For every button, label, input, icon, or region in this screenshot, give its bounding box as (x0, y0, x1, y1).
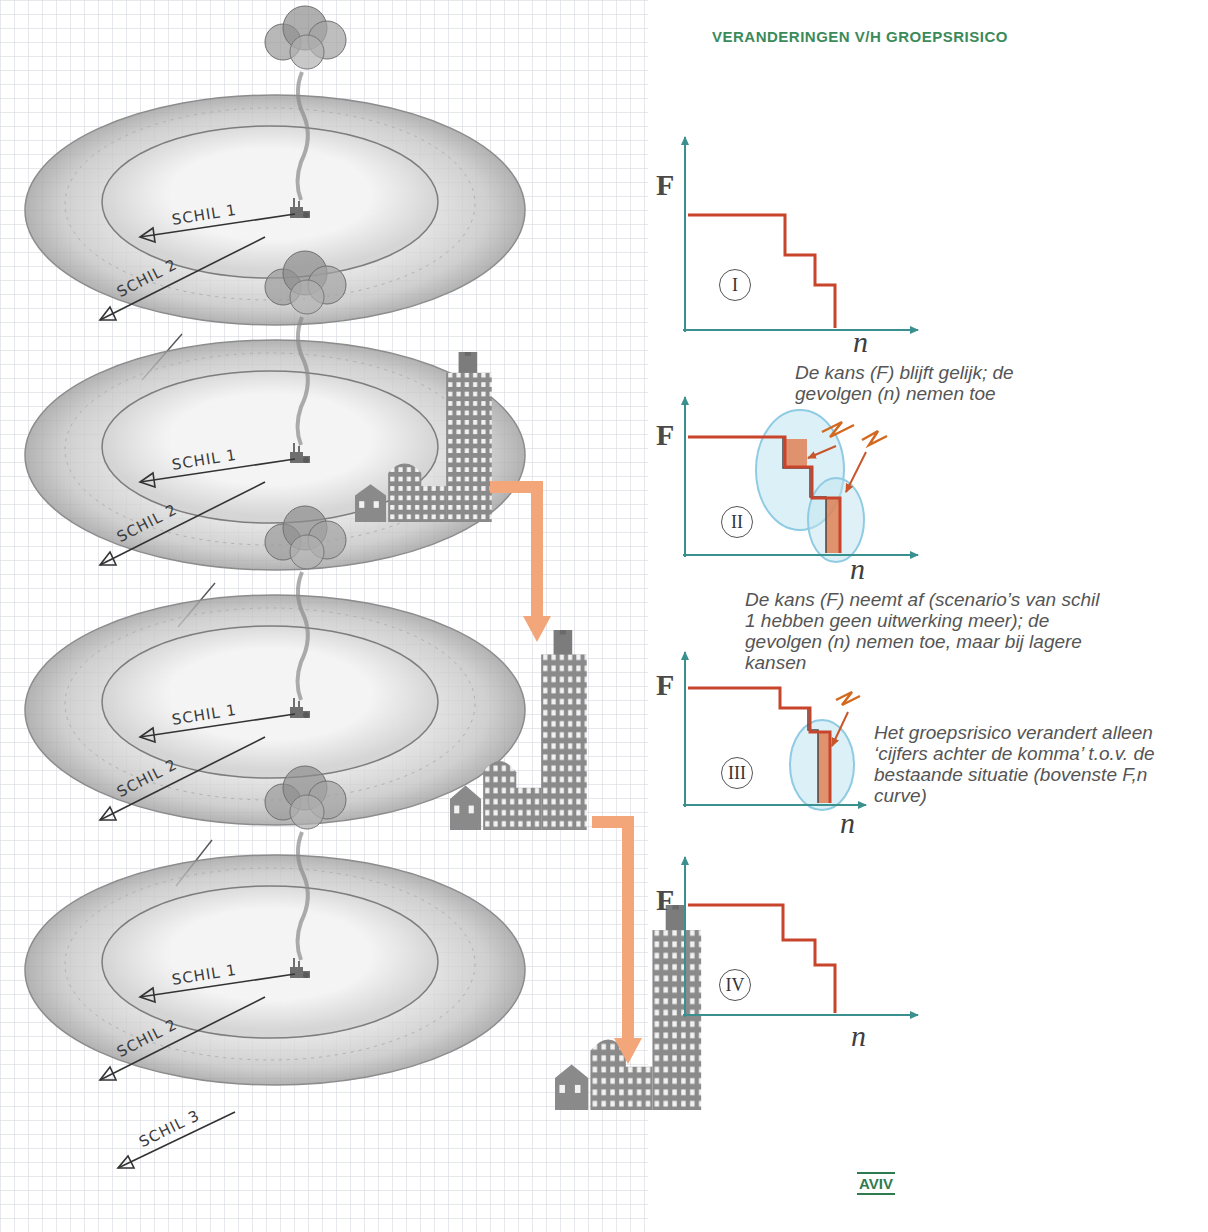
smoke-stem (298, 572, 308, 700)
fn-chart (683, 397, 918, 562)
smoke-cloud (265, 251, 346, 314)
axis-label: n (850, 552, 865, 586)
roman-numeral-circle: III (721, 757, 753, 789)
risk-ring (25, 340, 525, 570)
risk-ring (25, 95, 525, 325)
annotation-note: De kans (F) neemt af (scenario’s van sch… (745, 589, 1107, 673)
fn-chart (683, 137, 918, 332)
roman-numeral: III (728, 763, 746, 783)
chart-title: VERANDERINGEN V/H GROEPSRISICO (712, 28, 1008, 45)
roman-numeral-circle: IV (719, 969, 751, 1001)
smoke-cloud (265, 766, 346, 829)
axis-label: n (851, 1019, 866, 1053)
roman-numeral: II (731, 512, 743, 532)
roman-numeral: IV (726, 975, 745, 995)
fn-chart (683, 857, 918, 1017)
smoke-cloud (265, 6, 346, 69)
roman-numeral-circle: I (719, 269, 751, 301)
city-buildings (355, 350, 492, 522)
smoke-stem (298, 832, 308, 960)
smoke-stem (298, 317, 308, 445)
grid-paper (0, 0, 648, 1232)
axis-label: F (656, 168, 674, 202)
smoke-cloud (265, 506, 346, 569)
axis-label: F (656, 668, 674, 702)
annotation-note: De kans (F) blijft gelijk; de gevolgen (… (795, 362, 1067, 404)
axis-label: F (656, 883, 674, 917)
roman-numeral-circle: II (721, 506, 753, 538)
city-buildings (450, 628, 587, 830)
shift-arrows (490, 487, 642, 1064)
fn-chart (683, 652, 866, 810)
risk-ring (25, 855, 525, 1085)
annotation-note: Het groepsrisico verandert alleen ‘cijfe… (874, 722, 1200, 806)
logo: AVIV (857, 1172, 895, 1195)
schil-arrows (100, 974, 295, 1080)
axis-label: n (840, 806, 855, 840)
axis-label: F (656, 418, 674, 452)
smoke-stem (298, 72, 308, 200)
axis-label: n (853, 325, 868, 359)
roman-numeral: I (732, 275, 738, 295)
